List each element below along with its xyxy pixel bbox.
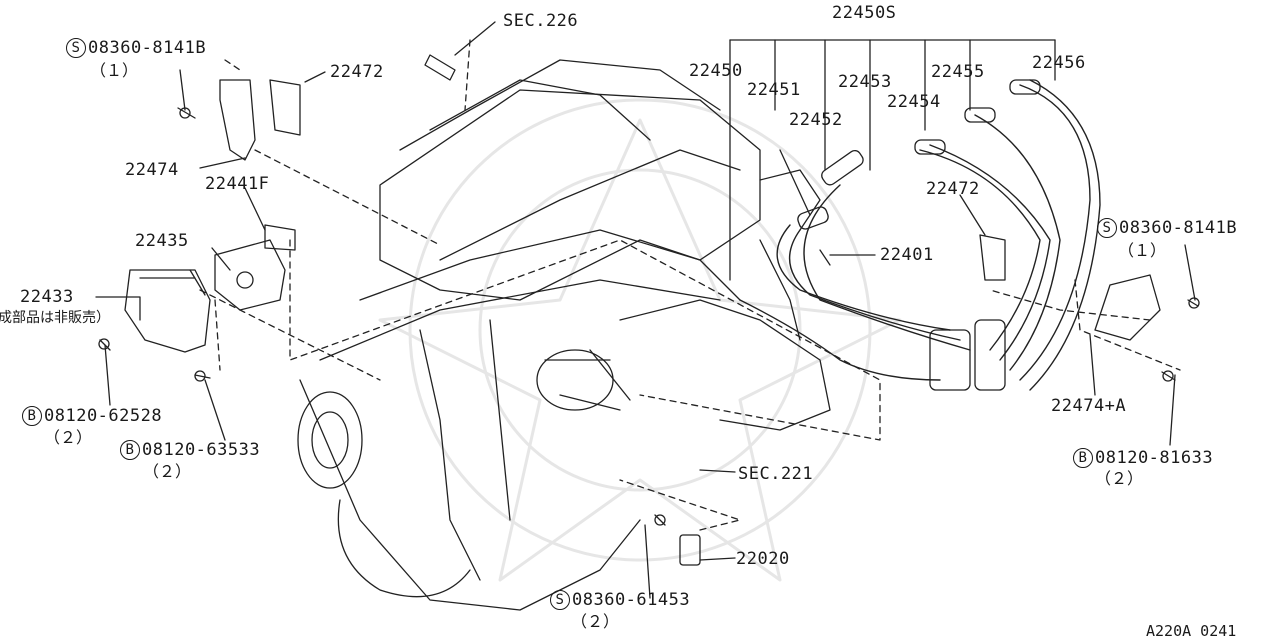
bolt-badge: B [22, 406, 42, 426]
part-number: 08360-61453 [572, 590, 691, 610]
part-number: 08360-8141B [1119, 218, 1238, 238]
label-22435[interactable]: 22435 [135, 231, 189, 251]
quantity: （１） [1118, 241, 1167, 260]
engine-block [297, 59, 831, 611]
ignition-coil [124, 269, 211, 353]
standard-part-badge: S [550, 590, 570, 610]
standard-part-badge: S [1097, 218, 1117, 238]
plug-boots [797, 79, 1041, 391]
standard-part-badge: S [66, 38, 86, 58]
coil-bracket [214, 224, 296, 311]
part-number: 08120-63533 [142, 440, 261, 460]
label-22472-right[interactable]: 22472 [926, 179, 980, 199]
part-number: 08120-81633 [1095, 448, 1214, 468]
label-22453[interactable]: 22453 [838, 72, 892, 92]
bolts [98, 54, 1200, 566]
watermark-emblem [378, 98, 902, 582]
top-bracket [219, 79, 301, 161]
quantity: （２） [44, 428, 93, 447]
bolt-badge: B [120, 440, 140, 460]
label-22450[interactable]: 22450 [689, 61, 743, 81]
quantity: （２） [1095, 469, 1144, 488]
quantity: （１） [90, 61, 139, 80]
not-sold-note: 成部品は非販売） [0, 310, 110, 326]
label-22452[interactable]: 22452 [789, 110, 843, 130]
part-number: 08360-8141B [88, 38, 207, 58]
label-sec221[interactable]: SEC.221 [738, 464, 814, 484]
quantity: （２） [143, 462, 192, 481]
spark-plug-wires [739, 79, 1101, 391]
label-22441f[interactable]: 22441F [205, 174, 270, 194]
label-22450s[interactable]: 22450S [832, 3, 897, 23]
label-22472-top[interactable]: 22472 [330, 62, 384, 82]
label-22020[interactable]: 22020 [736, 549, 790, 569]
label-sec226[interactable]: SEC.226 [503, 11, 579, 31]
label-22455[interactable]: 22455 [931, 62, 985, 82]
diagram-reference-code: A220A 0241 [1146, 622, 1237, 639]
label-22451[interactable]: 22451 [747, 80, 801, 100]
label-22454[interactable]: 22454 [887, 92, 941, 112]
label-22401[interactable]: 22401 [880, 245, 934, 265]
quantity: （２） [571, 612, 620, 631]
part-number: 08120-62528 [44, 406, 163, 426]
right-bracket [979, 234, 1161, 341]
dashed-leaders [199, 39, 1181, 531]
label-leaders [95, 21, 1196, 599]
bolt-badge: B [1073, 448, 1093, 468]
label-22456[interactable]: 22456 [1032, 53, 1086, 73]
label-22433[interactable]: 22433 [20, 287, 74, 307]
label-22474[interactable]: 22474 [125, 160, 179, 180]
label-22474a[interactable]: 22474+A [1051, 396, 1127, 416]
